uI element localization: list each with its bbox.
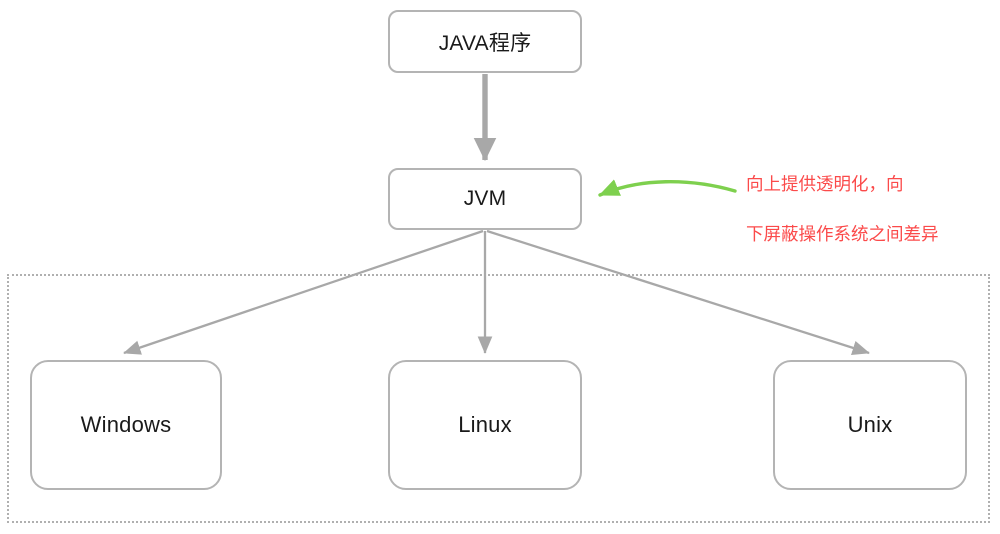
node-unix-label: Unix [847,412,893,437]
node-windows-label: Windows [80,412,172,437]
annotation-text-line-2: 下屏蔽操作系统之间差异 [746,225,939,245]
node-windows[interactable]: Windows [30,360,222,490]
annotation-arrow [598,179,737,197]
node-linux[interactable]: Linux [388,360,582,490]
node-java-program-label: JAVA程序 [438,31,532,55]
annotation-text: 向上提供透明化，向 下屏蔽操作系统之间差异 [746,148,986,273]
node-jvm[interactable]: JVM [388,168,582,230]
node-unix[interactable]: Unix [773,360,967,490]
node-linux-label: Linux [458,412,512,437]
annotation-text-line-1: 向上提供透明化，向 [746,175,904,195]
node-java-program[interactable]: JAVA程序 [388,10,582,73]
node-jvm-label: JVM [463,187,507,210]
